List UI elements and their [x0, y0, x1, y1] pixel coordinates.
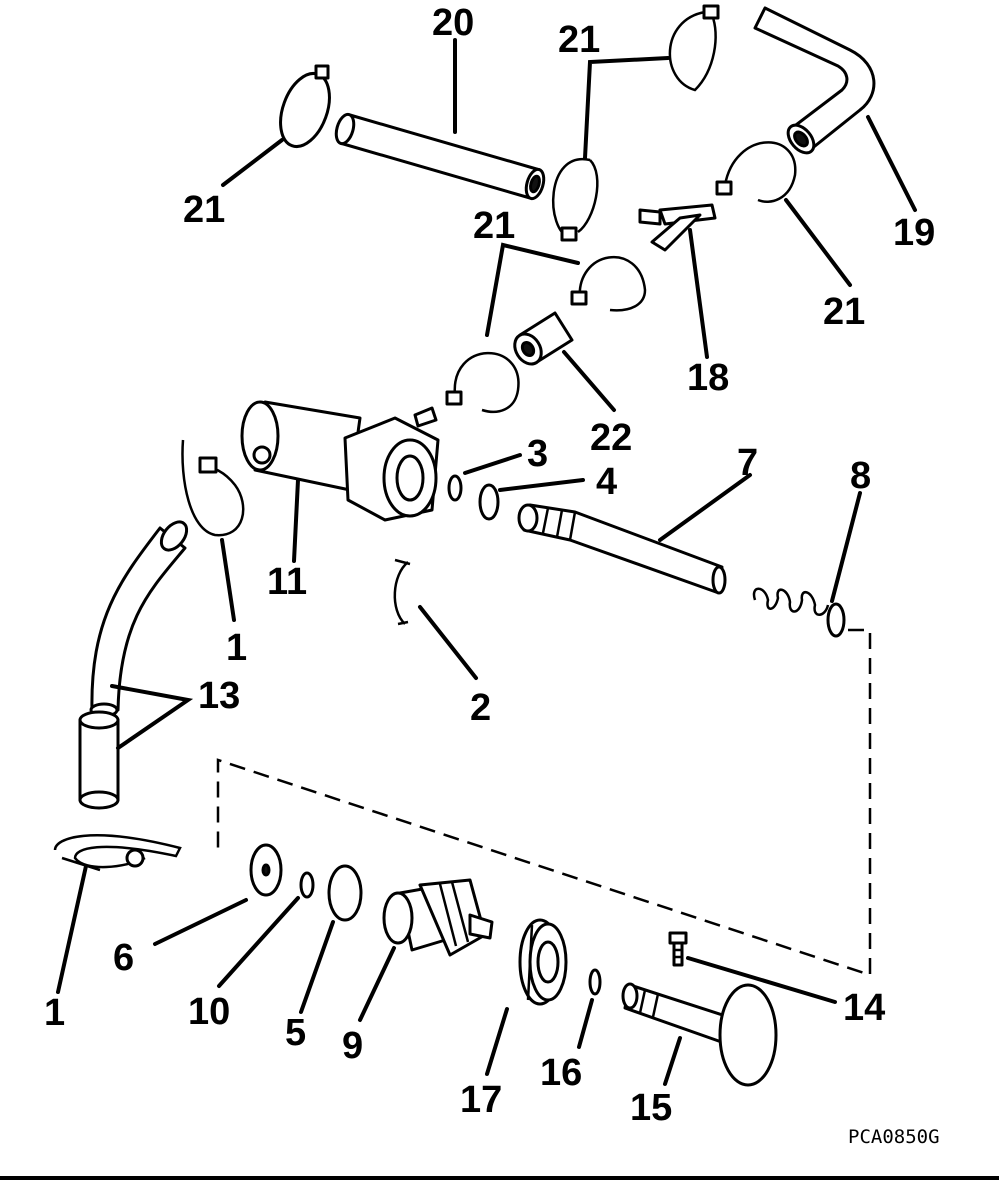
sleeve-22	[513, 311, 574, 366]
o-ring-5	[327, 864, 363, 922]
callout-14: 14	[843, 987, 885, 1029]
callout-1-top: 1	[226, 627, 247, 669]
drawing-code: PCA0850G	[848, 1126, 940, 1148]
o-ring-4	[478, 483, 500, 521]
callout-9: 9	[342, 1025, 363, 1067]
o-ring-3	[447, 474, 463, 502]
leader-lines	[56, 38, 917, 1086]
hose-19	[753, 6, 876, 155]
clamp-21-left	[279, 64, 331, 148]
hose-20	[334, 112, 546, 201]
callout-21-left: 21	[183, 189, 225, 231]
callout-3: 3	[527, 433, 548, 475]
housing-11	[240, 400, 440, 522]
callout-7: 7	[737, 442, 758, 484]
clamp-21-top	[668, 4, 720, 92]
o-ring-16	[588, 968, 602, 996]
nut-17	[518, 918, 568, 1006]
callout-13: 13	[198, 675, 240, 717]
clamp-21-center	[570, 255, 647, 312]
o-ring-10	[299, 871, 315, 899]
callout-8: 8	[850, 455, 871, 497]
clamp-21-middle	[552, 157, 599, 242]
callout-10: 10	[188, 991, 230, 1033]
callout-2: 2	[470, 687, 491, 729]
retaining-ring-2	[393, 558, 411, 626]
callout-18: 18	[687, 357, 729, 399]
assembly-boundary	[216, 628, 872, 977]
callout-labels: 20 21 21 19 21 21 18 22 3 7 8 4 11 1 13 …	[44, 2, 935, 1129]
callout-21-center: 21	[473, 205, 515, 247]
callout-11: 11	[267, 561, 307, 603]
callout-5: 5	[285, 1012, 306, 1054]
callout-20: 20	[432, 2, 474, 44]
callout-22: 22	[590, 417, 632, 459]
callout-1-bottom: 1	[44, 992, 65, 1034]
callout-15: 15	[630, 1087, 672, 1129]
shaft-7	[517, 503, 727, 595]
switch-9	[382, 878, 494, 957]
fitting-18	[638, 203, 717, 252]
callout-4: 4	[596, 461, 617, 503]
callout-17: 17	[460, 1079, 502, 1121]
spring-8	[752, 587, 846, 638]
hose-13	[78, 520, 189, 810]
clamp-21-lower	[445, 351, 520, 414]
clamp-21-right	[715, 141, 797, 203]
clamp-1-upper	[181, 439, 245, 537]
clamp-1-lower	[53, 834, 182, 872]
callout-16: 16	[540, 1052, 582, 1094]
callout-6: 6	[113, 937, 134, 979]
callout-21-top: 21	[558, 19, 600, 61]
screw-14	[668, 931, 688, 967]
knob-15	[621, 982, 778, 1087]
callout-19: 19	[893, 212, 935, 254]
washer-6	[249, 843, 283, 897]
callout-21-right: 21	[823, 291, 865, 333]
